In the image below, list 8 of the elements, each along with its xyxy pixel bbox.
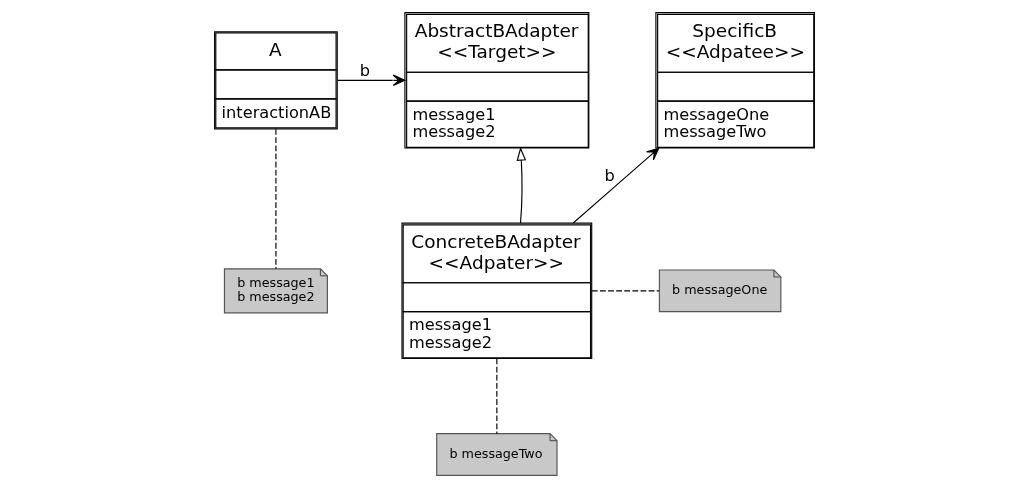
arrow [572,147,660,224]
connector [275,128,277,270]
connector [591,290,660,292]
connector [496,358,498,435]
arrow [337,74,406,87]
edge-label: b [604,166,615,186]
edge-label: b [359,60,370,80]
arrow [516,146,527,224]
